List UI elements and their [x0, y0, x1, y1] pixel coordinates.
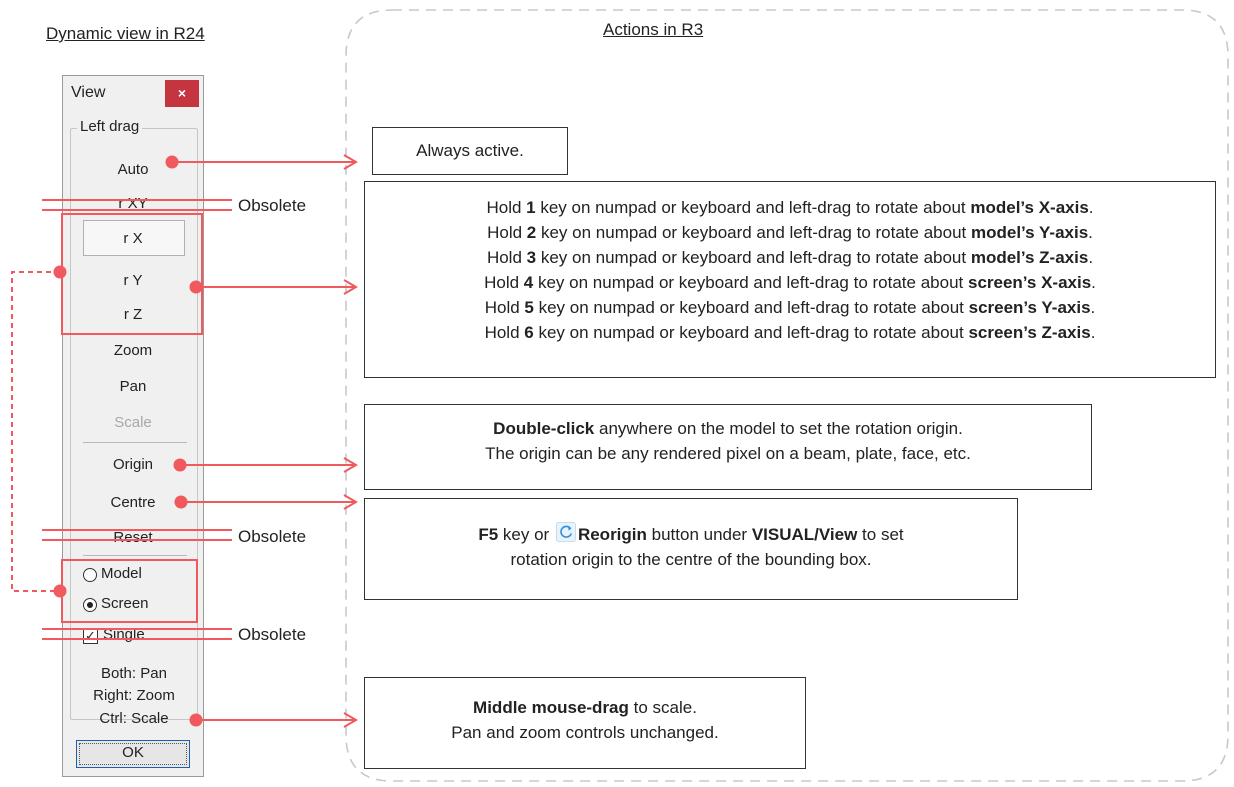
- screen-radio[interactable]: [83, 598, 97, 612]
- rotate-line-2: Hold 2 key on numpad or keyboard and lef…: [487, 223, 1093, 242]
- note-ctrl: Ctrl: Scale: [99, 710, 169, 727]
- obsolete-label-rxy: Obsolete: [238, 196, 307, 215]
- note-right: Right: Zoom: [93, 687, 175, 704]
- ok-button[interactable]: OK: [76, 740, 190, 768]
- reset-button[interactable]: Reset: [113, 529, 153, 546]
- ok-focus-ring: [79, 743, 187, 765]
- single-checkbox[interactable]: ✓: [83, 629, 98, 644]
- heading-actions: Actions in R3: [603, 20, 704, 39]
- rotate-line-1: Hold 1 key on numpad or keyboard and lef…: [486, 198, 1094, 217]
- group-label: Left drag: [77, 118, 143, 135]
- rotate-line-3: Hold 3 key on numpad or keyboard and lef…: [486, 248, 1094, 267]
- dot-rotate: [189, 280, 203, 294]
- dot-rotate-left: [53, 265, 67, 279]
- model-radio-label: Model: [101, 565, 142, 582]
- reorigin-icon: [555, 522, 576, 542]
- model-radio[interactable]: [83, 568, 97, 582]
- centre-button[interactable]: Centre: [110, 494, 156, 511]
- rz-button[interactable]: r Z: [123, 306, 143, 323]
- ry-button[interactable]: r Y: [123, 272, 143, 289]
- screen-radio-label: Screen: [101, 595, 149, 612]
- rotate-line-4: Hold 4 key on numpad or keyboard and lef…: [484, 273, 1096, 292]
- zoom-button[interactable]: Zoom: [113, 342, 153, 359]
- origin-line-1: Double-click anywhere on the model to se…: [493, 419, 963, 438]
- scale-line-1: Middle mouse-drag to scale.: [473, 698, 697, 717]
- centre-line-1: F5 key or Reorigin button under VISUAL/V…: [365, 522, 1017, 547]
- centre-line-2: rotation origin to the centre of the bou…: [510, 550, 872, 569]
- obsolete-label-single: Obsolete: [238, 625, 307, 644]
- rx-button[interactable]: r X: [123, 230, 143, 247]
- dot-scale: [189, 713, 203, 727]
- rotate-action-box: Hold 1 key on numpad or keyboard and lef…: [364, 181, 1216, 378]
- arrowhead-origin: [343, 457, 358, 473]
- dialog-title: View: [71, 84, 106, 101]
- rotate-buttons-highlight: [61, 213, 203, 335]
- origin-action-box: Double-click anywhere on the model to se…: [364, 404, 1092, 490]
- dot-auto: [165, 155, 179, 169]
- arrowhead-centre: [343, 494, 358, 510]
- auto-action-text: Always active.: [416, 141, 524, 160]
- close-button[interactable]: ×: [165, 80, 199, 107]
- scale-button[interactable]: Scale: [114, 414, 152, 431]
- arrowhead-rotate: [343, 279, 358, 295]
- rotate-radio-connector: [11, 271, 60, 592]
- radio-highlight: [61, 559, 198, 623]
- heading-dynamic-view: Dynamic view in R24: [46, 24, 205, 43]
- dot-origin: [173, 458, 187, 472]
- dot-centre: [174, 495, 188, 509]
- obsolete-label-reset: Obsolete: [238, 527, 307, 546]
- rotate-line-5: Hold 5 key on numpad or keyboard and lef…: [484, 298, 1096, 317]
- auto-action-box: Always active.: [372, 127, 568, 175]
- dot-radio-left: [53, 584, 67, 598]
- arrowhead-auto: [343, 154, 358, 170]
- scale-action-box: Middle mouse-drag to scale. Pan and zoom…: [364, 677, 806, 769]
- pan-button[interactable]: Pan: [119, 378, 147, 395]
- note-both: Both: Pan: [101, 665, 167, 682]
- auto-button[interactable]: Auto: [117, 161, 149, 178]
- separator: [83, 555, 187, 556]
- ok-label: OK: [122, 744, 144, 761]
- view-dialog: View × Left drag Auto r XY r X r Y r Z Z…: [62, 75, 204, 777]
- scale-line-2: Pan and zoom controls unchanged.: [451, 723, 719, 742]
- separator: [83, 442, 187, 443]
- rotate-line-6: Hold 6 key on numpad or keyboard and lef…: [484, 323, 1096, 342]
- arrowhead-scale: [343, 712, 358, 728]
- centre-action-box: F5 key or Reorigin button under VISUAL/V…: [364, 498, 1018, 600]
- origin-line-2: The origin can be any rendered pixel on …: [485, 444, 971, 463]
- rx-button-frame: [83, 220, 185, 256]
- origin-button[interactable]: Origin: [112, 456, 153, 473]
